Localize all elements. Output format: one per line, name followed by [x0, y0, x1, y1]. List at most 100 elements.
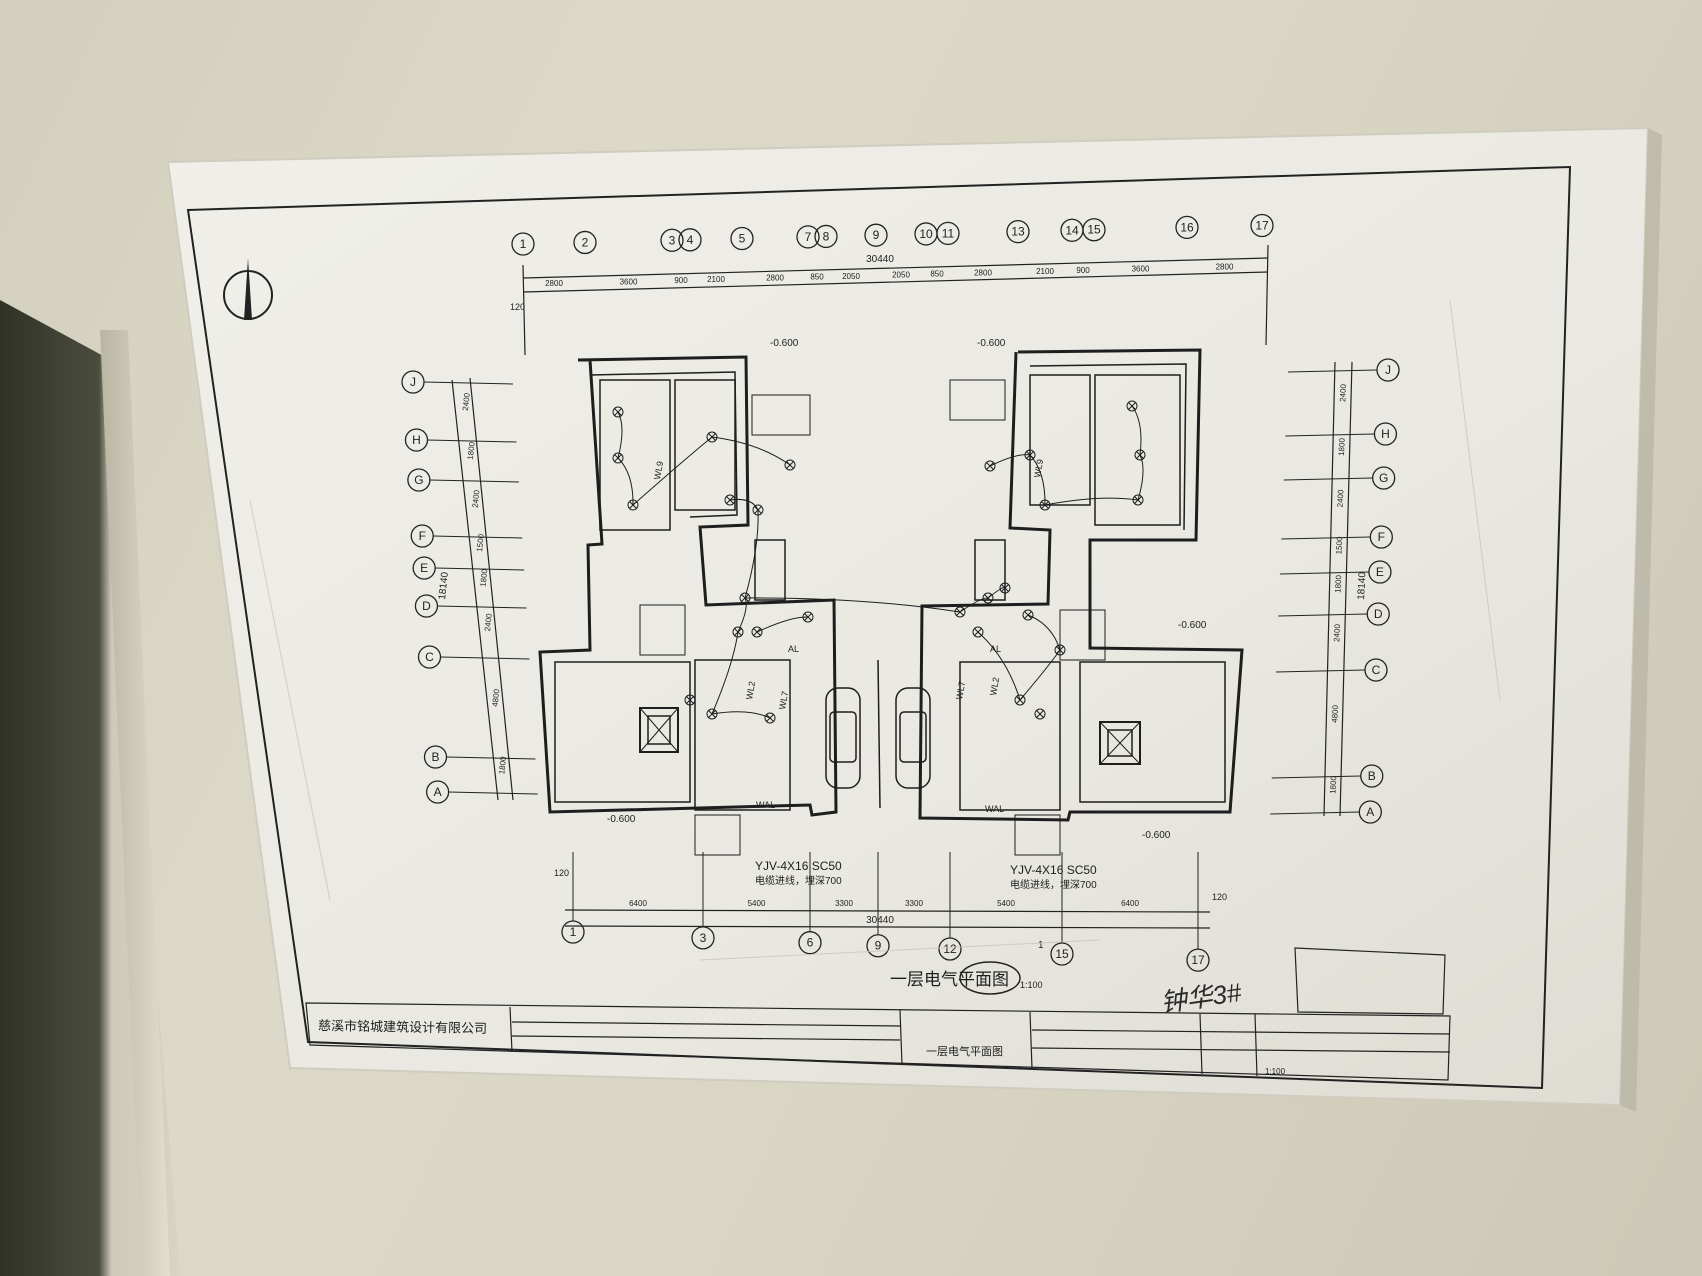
- bottom-axis-bubble-label: 1: [570, 925, 577, 939]
- wiring-run: [632, 436, 713, 506]
- top-axis-bubble-label: 1: [520, 237, 527, 251]
- wiring-run: [617, 457, 634, 506]
- top-axis-bubble-label: 5: [739, 232, 746, 246]
- right-axis-bubble: G: [1372, 466, 1396, 490]
- ceiling-light-icon: [1034, 708, 1046, 720]
- top-dimension-label: 900: [674, 276, 688, 285]
- left-axis-bubble: F: [410, 524, 434, 548]
- top-axis-bubble: 3: [660, 228, 684, 252]
- wiring-run: [1044, 497, 1139, 506]
- bottom-dimension-label: 5400: [997, 899, 1015, 908]
- top-axis-bubble: 4: [678, 228, 702, 252]
- wl2-label-left: WL2: [744, 680, 757, 700]
- top-dimension-label: 2100: [1036, 267, 1054, 276]
- top-axis-bubble-label: 14: [1065, 223, 1079, 237]
- right-axis-bubble: B: [1360, 764, 1384, 788]
- wl2-label-right: WL2: [988, 676, 1001, 696]
- left-dimension-label: 2400: [471, 489, 482, 508]
- top-dimension-label: 2050: [892, 271, 910, 280]
- right-dimension-label: 1500: [1334, 536, 1344, 555]
- level-mark-1: -0.600: [770, 338, 799, 349]
- top-axis-bubble: 17: [1250, 213, 1274, 238]
- wiring-run: [989, 454, 1031, 467]
- wiring-run: [617, 411, 623, 459]
- left-axis-bubble: B: [423, 745, 448, 769]
- right-total-dimension: 18140: [1356, 571, 1368, 600]
- right-axis-bubble-label: E: [1376, 565, 1384, 579]
- edge-dimension-left: 120: [554, 868, 569, 878]
- al-label-left: AL: [788, 644, 799, 654]
- wiring-run: [744, 509, 759, 599]
- wiring-run: [711, 436, 791, 466]
- top-dimension-label: 3600: [620, 277, 638, 286]
- cable-note-right: 电缆进线，埋深700: [1010, 878, 1097, 891]
- left-dimension-chain: [451, 377, 514, 801]
- wiring-run: [987, 587, 1006, 599]
- top-axis-bubble-label: 11: [942, 226, 955, 240]
- top-axis-bubble-label: 13: [1011, 225, 1025, 239]
- left-axis-bubble: H: [404, 428, 429, 452]
- left-total-dimension: 18140: [437, 571, 451, 600]
- right-axis-bubble-label: H: [1381, 427, 1390, 441]
- left-axis-bubble: C: [417, 645, 442, 669]
- left-axis-bubble: A: [425, 780, 450, 804]
- wiring-run: [1029, 454, 1046, 506]
- wiring-run: [737, 597, 747, 633]
- north-arrow-icon: [223, 258, 273, 320]
- right-axis-bubble-label: F: [1378, 530, 1385, 544]
- top-axis-bubble-label: 2: [582, 235, 589, 249]
- top-dimension-label: 850: [930, 270, 944, 279]
- bottom-axis-bubble: 1: [561, 920, 585, 944]
- left-dimension-label: 2400: [461, 392, 472, 411]
- drawing-title: 一层电气平面图: [890, 970, 1009, 989]
- bottom-axis-bubble-label: 3: [700, 931, 707, 945]
- right-axis-bubble-label: J: [1385, 363, 1391, 377]
- wiring-run: [756, 616, 809, 633]
- electrical-wiring: [612, 400, 1146, 724]
- cable-label-left: YJV-4X16 SC50: [755, 859, 842, 873]
- left-axis-bubble-label: H: [412, 433, 421, 447]
- top-axis-bubble: 5: [730, 226, 754, 251]
- wiring-run: [711, 631, 739, 715]
- left-axis-bubble: E: [412, 556, 436, 580]
- top-dimension-label: 3600: [1132, 265, 1150, 274]
- bottom-axis-bubble: 9: [866, 934, 890, 958]
- left-dimension-label: 1800: [497, 756, 508, 775]
- top-dimension-chain: [522, 244, 1269, 356]
- top-dimension-label: 2800: [545, 279, 563, 288]
- top-axis-bubble-label: 8: [823, 229, 830, 243]
- wl9-label-right: WL9: [1032, 458, 1045, 478]
- left-axis-bubble-label: A: [434, 785, 442, 799]
- title-block: [305, 947, 1451, 1081]
- top-dimension-label: 2800: [974, 269, 992, 278]
- top-axis-bubble-label: 17: [1255, 219, 1269, 233]
- title-block-drawing-name: 一层电气平面图: [926, 1044, 1003, 1058]
- bottom-dimension-chain: [564, 909, 1211, 929]
- top-axis-bubble: 13: [1006, 219, 1030, 244]
- top-axis-bubble: 2: [573, 230, 597, 255]
- right-dimension-chain: [1323, 361, 1353, 817]
- right-dimension-label: 2400: [1332, 623, 1342, 642]
- company-name: 慈溪市铭城建筑设计有限公司: [318, 1018, 487, 1036]
- left-axis-bubble-label: G: [414, 473, 423, 487]
- top-total-dimension: 30440: [866, 254, 894, 265]
- bottom-axis-bubble-label: 6: [807, 936, 814, 950]
- bottom-total-dimension: 30440: [866, 915, 894, 926]
- wiring-run: [729, 499, 759, 511]
- top-dimension-label: 850: [810, 273, 824, 282]
- top-axis-bubble-label: 16: [1180, 220, 1194, 234]
- bottom-axis-bubble: 17: [1186, 948, 1210, 972]
- top-axis-bubble-label: 7: [805, 230, 812, 244]
- right-dimension-label: 4800: [1330, 704, 1340, 723]
- left-axis-bubble-label: C: [425, 650, 434, 664]
- right-dimension-label: 2400: [1336, 489, 1346, 508]
- top-axis-bubble: 15: [1082, 218, 1106, 242]
- level-mark-5: -0.600: [1142, 830, 1171, 841]
- right-axis-bubble: D: [1366, 602, 1390, 626]
- right-dimension-label: 1800: [1328, 775, 1338, 794]
- left-axis-bubble-label: J: [410, 375, 416, 389]
- right-dimension-label: 1800: [1337, 437, 1347, 456]
